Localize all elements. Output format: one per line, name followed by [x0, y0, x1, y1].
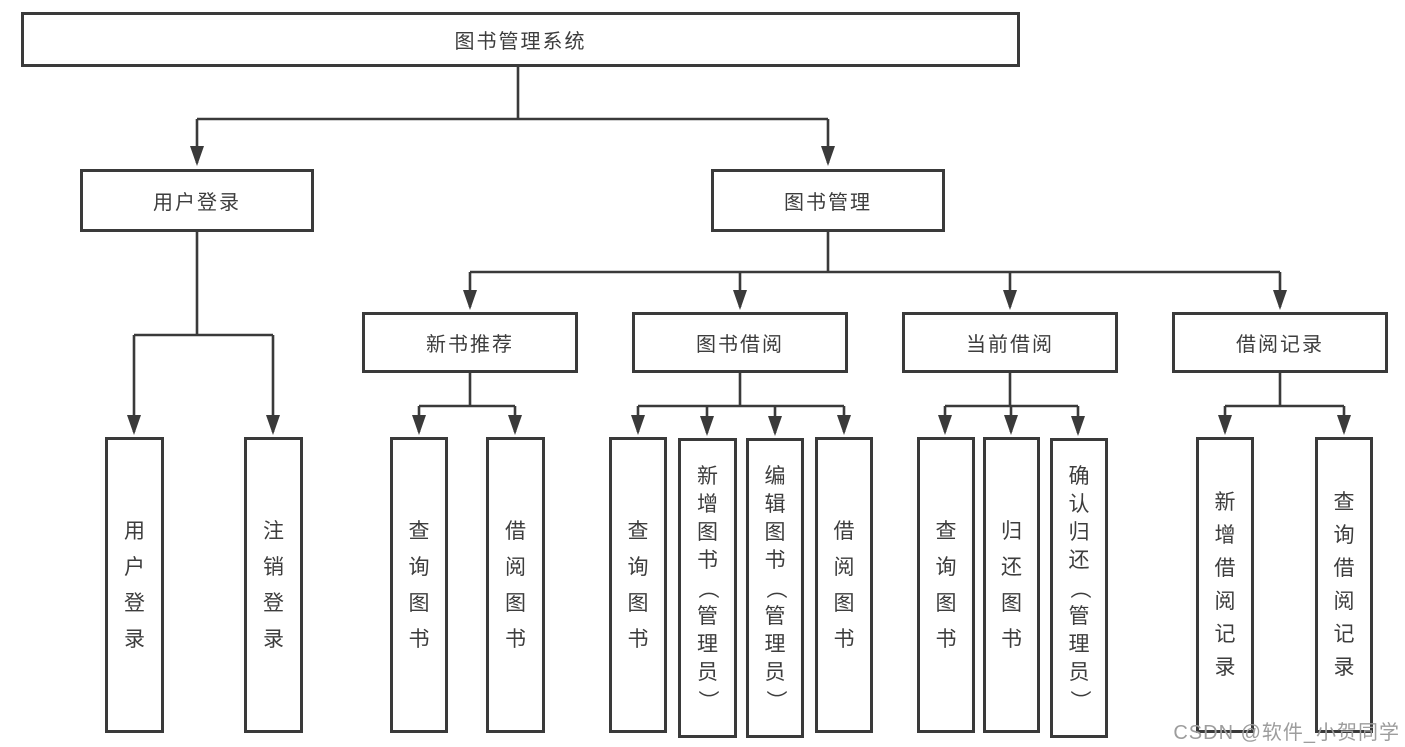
node-borrow-records: 借阅记录 [1172, 312, 1388, 373]
node-book-management: 图书管理 [711, 169, 945, 232]
leaf-borrow-books-recommend-label: 借阅图书 [505, 519, 526, 651]
node-user-login-label: 用户登录 [153, 192, 241, 214]
leaf-return-books: 归还图书 [983, 437, 1040, 733]
node-current-borrow-label: 当前借阅 [966, 334, 1054, 356]
leaf-query-books-borrow: 查询图书 [609, 437, 667, 733]
leaf-borrow-books-borrow: 借阅图书 [815, 437, 873, 733]
leaf-add-book-admin: 新增图书（管理员） [678, 438, 737, 738]
leaf-logout: 注销登录 [244, 437, 303, 733]
leaf-user-login-label: 用户登录 [124, 519, 145, 651]
leaf-return-books-label: 归还图书 [1001, 519, 1022, 651]
leaf-logout-label: 注销登录 [263, 519, 284, 651]
node-root: 图书管理系统 [21, 12, 1020, 67]
leaf-query-books-current: 查询图书 [917, 437, 975, 733]
leaf-query-books-borrow-label: 查询图书 [627, 519, 649, 651]
node-book-borrow: 图书借阅 [632, 312, 848, 373]
leaf-confirm-return-admin-label: 确认归还（管理员） [1067, 464, 1091, 711]
node-root-label: 图书管理系统 [454, 31, 587, 53]
node-book-borrow-label: 图书借阅 [696, 334, 784, 356]
node-current-borrow: 当前借阅 [902, 312, 1118, 373]
leaf-query-borrow-record: 查询借阅记录 [1315, 437, 1373, 733]
leaf-add-borrow-record: 新增借阅记录 [1196, 437, 1254, 733]
leaf-edit-book-admin: 编辑图书（管理员） [746, 438, 804, 738]
leaf-user-login: 用户登录 [105, 437, 164, 733]
node-borrow-records-label: 借阅记录 [1236, 334, 1324, 356]
leaf-add-borrow-record-label: 新增借阅记录 [1214, 491, 1236, 679]
leaf-borrow-books-borrow-label: 借阅图书 [833, 519, 855, 651]
node-book-management-label: 图书管理 [784, 192, 872, 214]
leaf-borrow-books-recommend: 借阅图书 [486, 437, 545, 733]
leaf-query-books-recommend-label: 查询图书 [408, 519, 430, 651]
leaf-query-books-current-label: 查询图书 [935, 519, 957, 651]
node-new-book-recommend-label: 新书推荐 [426, 334, 514, 356]
leaf-query-borrow-record-label: 查询借阅记录 [1333, 491, 1355, 679]
leaf-confirm-return-admin: 确认归还（管理员） [1050, 438, 1108, 738]
leaf-query-books-recommend: 查询图书 [390, 437, 448, 733]
node-new-book-recommend: 新书推荐 [362, 312, 578, 373]
leaf-add-book-admin-label: 新增图书（管理员） [696, 464, 719, 711]
leaf-edit-book-admin-label: 编辑图书（管理员） [763, 464, 787, 711]
watermark-text: CSDN @软件_小贺同学 [1173, 722, 1400, 744]
node-user-login: 用户登录 [80, 169, 314, 232]
